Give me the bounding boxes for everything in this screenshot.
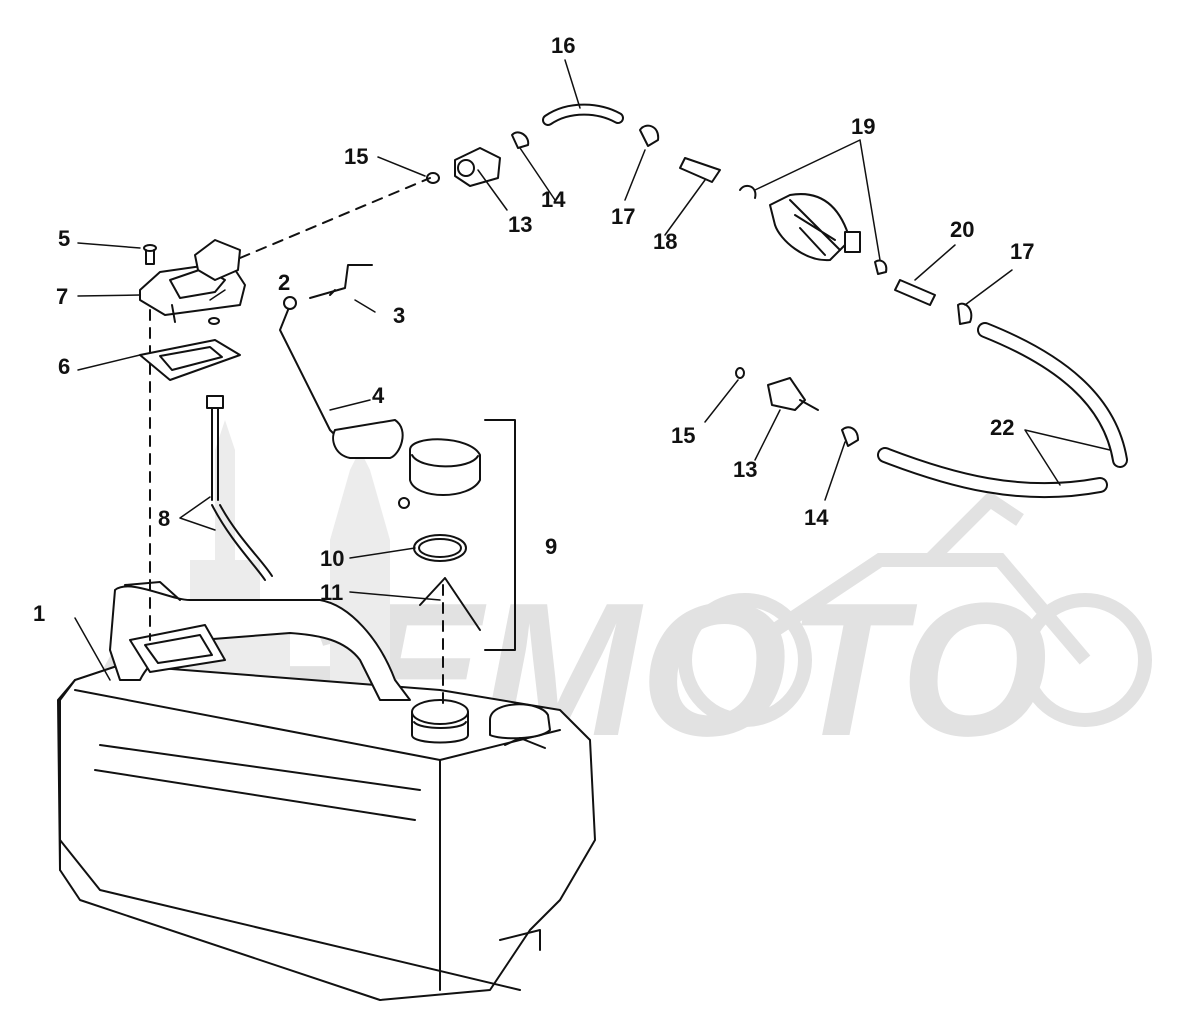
bracket-part	[309, 264, 373, 299]
callout-5: 5	[58, 226, 71, 251]
clip-lower	[841, 426, 859, 447]
pickup-tube-part	[206, 395, 273, 581]
callout-20: 20	[950, 217, 975, 242]
o-ring-upper	[426, 172, 440, 184]
watermark-motorcycle-icon	[678, 490, 1152, 727]
callout-4: 4	[372, 383, 385, 408]
callout-15-lower: 15	[671, 423, 696, 448]
connector-upper	[454, 147, 501, 187]
callout-17-right: 17	[1010, 239, 1035, 264]
callout-6: 6	[58, 354, 71, 379]
callout-18: 18	[653, 229, 678, 254]
leader-lines	[74, 59, 1111, 681]
callout-8: 8	[158, 506, 171, 531]
fitting-18	[679, 157, 721, 183]
primer-bulb-part	[769, 193, 861, 262]
retainer-part	[419, 577, 481, 631]
callout-16: 16	[551, 33, 576, 58]
float-arm-part	[279, 296, 404, 459]
callout-14-lower: 14	[804, 505, 829, 530]
callout-10: 10	[320, 546, 345, 571]
fitting-20	[894, 279, 936, 306]
callout-22: 22	[990, 415, 1015, 440]
clip-19a	[739, 184, 757, 199]
group-bracket	[484, 419, 516, 651]
clip-17a	[639, 124, 660, 147]
callout-2: 2	[278, 270, 291, 295]
callout-3: 3	[393, 303, 406, 328]
fuel-cap-part	[398, 438, 481, 509]
alignment-lines	[149, 177, 444, 706]
callout-14-upper: 14	[541, 187, 566, 212]
callout-1: 1	[33, 601, 46, 626]
clip-upper	[511, 131, 530, 149]
clip-19b	[874, 259, 888, 275]
callout-11: 11	[320, 580, 344, 605]
callout-9: 9	[545, 534, 558, 559]
fuel-tank	[57, 581, 596, 1001]
connector-lower	[767, 377, 819, 411]
callout-7: 7	[56, 284, 69, 309]
callout-13-lower: 13	[733, 457, 758, 482]
screw-part	[143, 244, 157, 265]
clip-17b	[957, 302, 973, 325]
callout-19: 19	[851, 114, 876, 139]
callout-13-upper: 13	[508, 212, 533, 237]
o-ring-lower	[735, 367, 745, 379]
pickup-assembly	[139, 239, 246, 323]
callout-15-upper: 15	[344, 144, 369, 169]
gasket-part	[139, 339, 241, 381]
o-ring-part	[208, 317, 220, 325]
callout-17-left: 17	[611, 204, 636, 229]
